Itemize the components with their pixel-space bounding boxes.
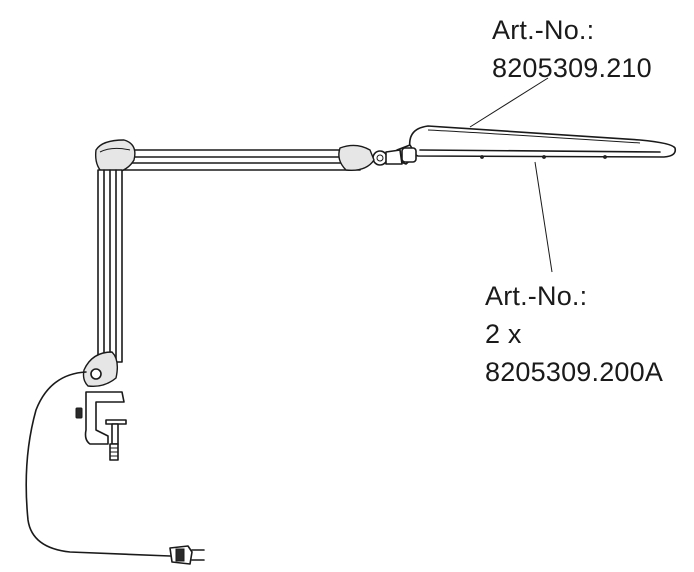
- callout-bottom: Art.-No.: 2 x 8205309.200A: [485, 277, 663, 391]
- callout-top: Art.-No.: 8205309.210: [492, 11, 652, 87]
- leader-line-top: [469, 77, 549, 128]
- callout-bottom-line2: 2 x: [485, 319, 522, 349]
- power-cable: [25, 371, 205, 565]
- lamp-head: [408, 125, 677, 159]
- clamp-assembly: [75, 351, 127, 461]
- leader-line-bottom: [534, 161, 553, 273]
- elbow-joint: [94, 139, 136, 175]
- callout-top-line1: Art.-No.:: [492, 15, 595, 45]
- vertical-arm: [97, 169, 123, 363]
- horizontal-arm: [119, 144, 375, 171]
- callout-top-line2: 8205309.210: [492, 53, 652, 83]
- callout-bottom-line3: 8205309.200A: [485, 357, 664, 387]
- callout-bottom-line1: Art.-No.:: [485, 281, 588, 311]
- head-joint: [372, 144, 417, 166]
